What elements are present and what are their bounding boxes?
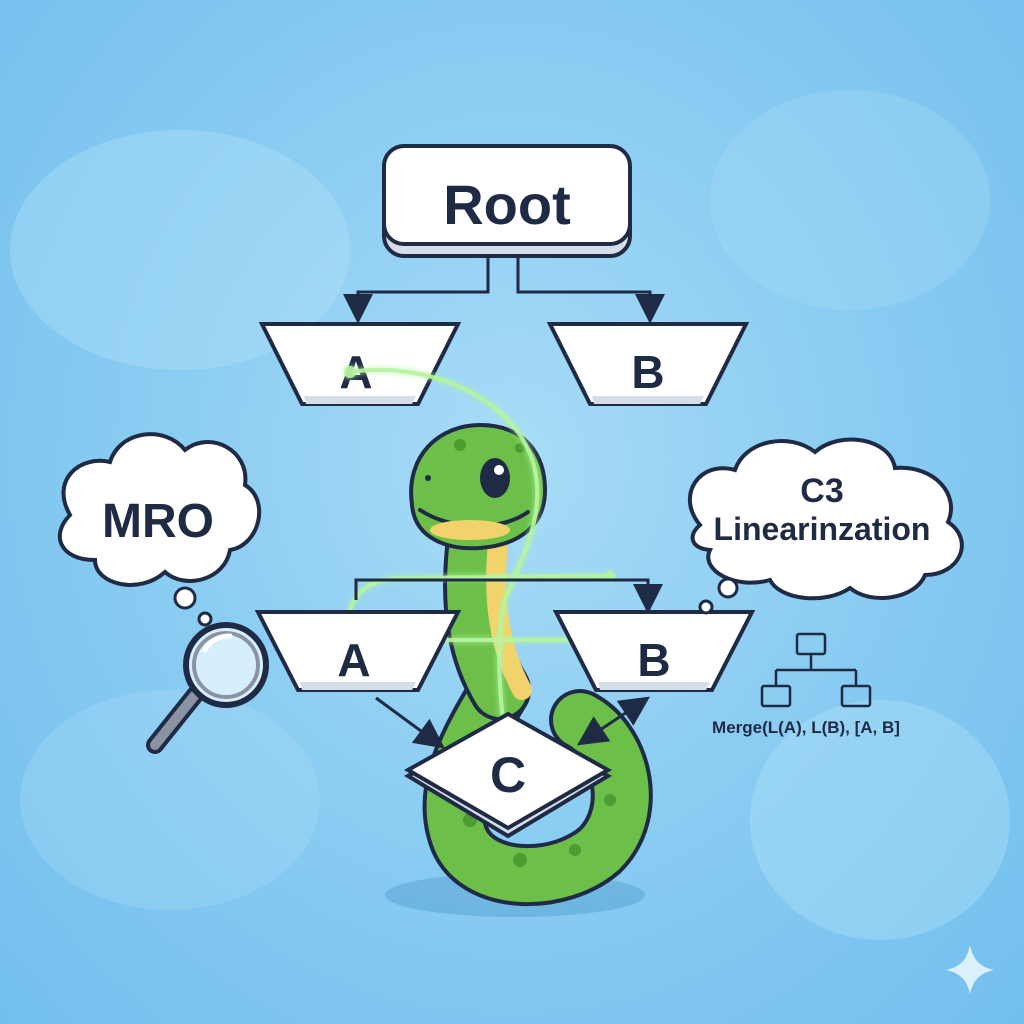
mro-thought-bubble: MRO [57,432,262,627]
root-node[interactable]: Root [382,144,632,258]
middle-connectors [354,578,663,749]
root-connectors [343,255,665,324]
c3-label-line2: Linearinzation [714,511,931,547]
magnifying-glass-icon [146,622,269,754]
c3-label-line1: C3 [800,472,843,510]
mid-a-label: A [337,634,370,686]
root-label: Root [443,173,571,236]
sparkle-icon [946,945,994,994]
hierarchy-tree-icon [760,632,872,708]
mid-a-node[interactable]: A [254,610,462,692]
mid-b-label: B [637,634,670,686]
top-a-node[interactable]: A [258,322,462,406]
mro-label: MRO [102,495,214,548]
c-label: C [490,747,526,803]
top-b-label: B [631,346,664,398]
c3-thought-bubble: C3 Linearinzation [687,437,964,615]
top-b-node[interactable]: B [546,322,750,406]
background-blobs [10,90,1010,940]
mid-b-node[interactable]: B [552,610,756,692]
c-node[interactable]: C [403,711,613,839]
merge-formula: Merge(L(A), L(B), [A, B] [712,718,900,737]
